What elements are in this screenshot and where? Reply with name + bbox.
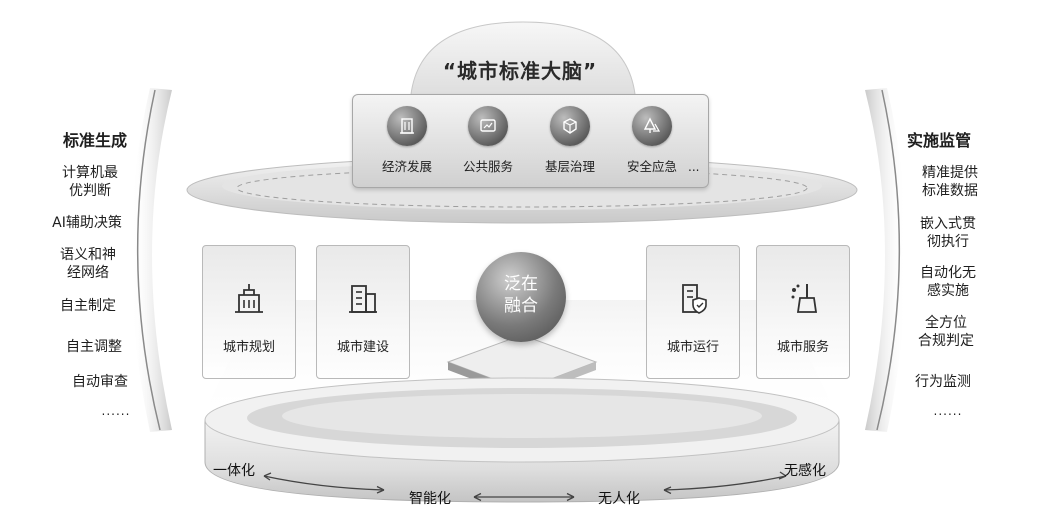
brain-item-governance: 基层治理 [530,106,610,175]
left-item: 计算机最 优判断 [62,165,118,199]
screen-chart-icon [468,106,508,146]
card-label: 城市运行 [666,340,719,355]
left-item: 自主制定 [60,298,116,314]
center-ball [476,252,566,342]
office-building-icon [349,285,377,313]
city-hall-icon [235,284,263,313]
brain-item-label: 基层治理 [544,159,595,174]
bottom-label-integration: 一体化 [213,463,255,479]
tree-alert-icon [632,106,672,146]
bottom-label-seamless: 无感化 [784,463,826,479]
left-item: 自动审查 [72,374,128,390]
right-item: 精准提供 标准数据 [922,165,978,199]
building-icon [387,106,427,146]
cleaning-service-icon [791,284,818,313]
left-more: ...... [101,404,131,418]
bottom-label-unmanned: 无人化 [598,491,640,507]
brain-more: ... [688,160,700,174]
brain-item-public-service: 公共服务 [448,106,528,175]
brain-title: “城市标准大脑” [442,59,598,83]
shield-cube-icon [550,106,590,146]
right-more: ...... [933,404,963,418]
brain-item-label: 公共服务 [462,159,513,174]
card-city-service: 城市服务 [756,245,850,379]
brain-item-economy: 经济发展 [367,106,447,175]
card-label: 城市服务 [776,340,829,355]
left-panel-title: 标准生成 [62,131,127,150]
left-item: AI辅助决策 [52,215,122,231]
brain-item-emergency: 安全应急 [612,106,692,175]
left-item: 语义和神 经网络 [60,247,116,281]
right-panel-title: 实施监管 [906,131,971,150]
bottom-label-intelligence: 智能化 [409,491,451,507]
brain-item-label: 经济发展 [381,159,432,174]
right-item: 嵌入式贯 彻执行 [920,216,976,250]
right-item: 行为监测 [915,374,971,390]
center-ball-text: 泛在 融合 [504,274,538,316]
card-city-operation: 城市运行 [646,245,740,379]
card-city-construction: 城市建设 [316,245,410,379]
left-item: 自主调整 [66,339,122,355]
card-label: 城市建设 [336,340,389,355]
card-label: 城市规划 [222,340,275,355]
brain-item-label: 安全应急 [626,159,677,174]
right-item: 全方位 合规判定 [918,315,974,349]
card-city-planning: 城市规划 [202,245,296,379]
building-shield-icon [682,284,707,314]
right-item: 自动化无 感实施 [920,265,976,299]
